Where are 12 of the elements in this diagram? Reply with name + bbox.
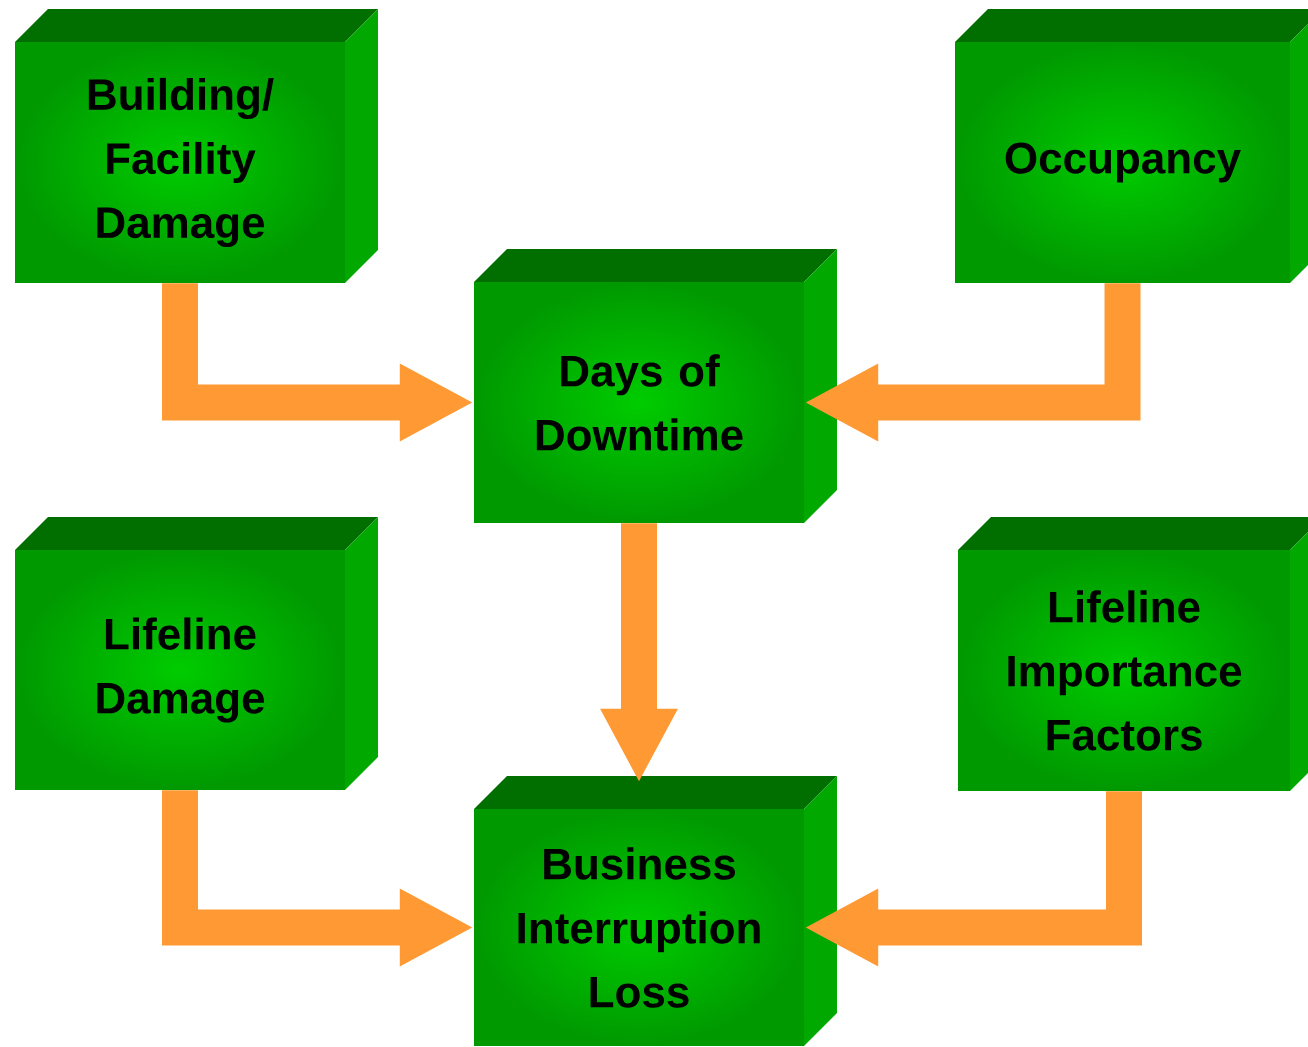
block-box: Days of Downtime xyxy=(474,249,837,523)
node-label: Lifeline Damage xyxy=(97,617,265,723)
node-label: Occupancy xyxy=(1005,142,1241,183)
node-label: Building/ Facility Damage xyxy=(88,77,274,248)
node-label: Days of Downtime xyxy=(536,354,743,451)
block-box: Occupancy xyxy=(955,9,1308,283)
block-box: Building/ Facility Damage xyxy=(15,9,378,283)
block-box: Business Interruption Loss xyxy=(474,776,837,1046)
node-label: Lifeline Importance Factors xyxy=(1008,590,1242,751)
block-box: Lifeline Damage xyxy=(15,517,378,790)
block-box: Lifeline Importance Factors xyxy=(958,517,1308,791)
node-label: Business Interruption Loss xyxy=(518,847,760,1008)
